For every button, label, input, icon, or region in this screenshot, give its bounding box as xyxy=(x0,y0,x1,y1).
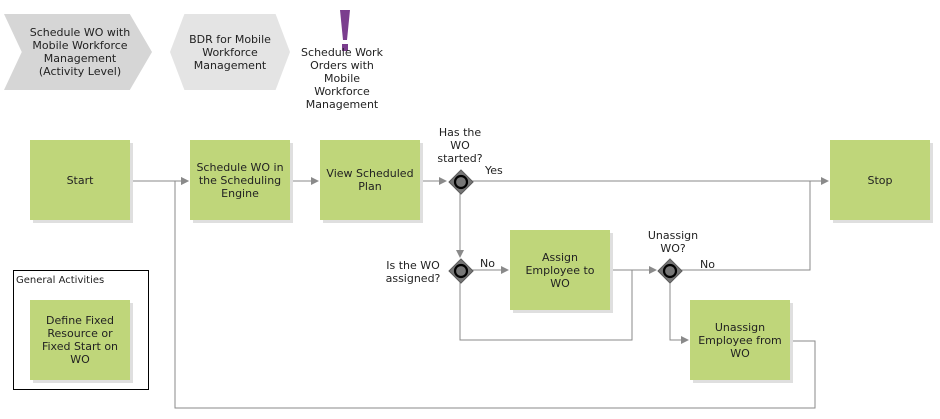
edge-unassign-task-loop-back xyxy=(174,177,816,409)
started-gateway[interactable] xyxy=(448,169,474,195)
unassign-employee-task[interactable]: Unassign Employee from WO xyxy=(690,300,790,380)
activity-level-chevron[interactable]: Schedule WO with Mobile Workforce Manage… xyxy=(4,14,152,90)
edge-assigned-yes-to-unassign-gateway xyxy=(459,270,633,341)
no-unassign-edge-label: No xyxy=(700,258,715,271)
event-label: Schedule Work Orders with Mobile Workfor… xyxy=(301,46,383,111)
view-plan-task[interactable]: View Scheduled Plan xyxy=(320,140,420,220)
view-plan-label: View Scheduled Plan xyxy=(326,167,414,193)
gateway-circle-icon xyxy=(453,174,469,190)
schedule-wo-task[interactable]: Schedule WO in the Scheduling Engine xyxy=(190,140,290,220)
unassign-employee-label: Unassign Employee from WO xyxy=(698,320,782,360)
bdr-hexagon-label: BDR for Mobile Workforce Management xyxy=(189,32,271,72)
define-fixed-resource-task[interactable]: Define Fixed Resource or Fixed Start on … xyxy=(30,300,130,380)
unassign-question-label: Unassign WO? xyxy=(647,229,699,255)
define-fixed-resource-label: Define Fixed Resource or Fixed Start on … xyxy=(41,314,119,366)
assign-employee-task[interactable]: Assign Employee to WO xyxy=(510,230,610,310)
unassign-gateway[interactable] xyxy=(657,258,683,284)
started-question-label: Has the WO started? xyxy=(437,126,483,165)
yes-edge-label: Yes xyxy=(485,164,503,177)
activity-level-chevron-label: Schedule WO with Mobile Workforce Manage… xyxy=(29,26,131,78)
exclamation-icon xyxy=(340,10,350,51)
bdr-hexagon[interactable]: BDR for Mobile Workforce Management xyxy=(170,14,290,90)
gateway-circle-icon xyxy=(662,263,678,279)
assigned-question-label: Is the WO assigned? xyxy=(385,259,441,285)
start-label: Start xyxy=(66,173,94,187)
stop-event[interactable]: Stop xyxy=(830,140,930,220)
general-activities-title: General Activities xyxy=(16,275,105,286)
edge-unassign-no-to-stop xyxy=(681,181,811,271)
stop-label: Stop xyxy=(867,173,893,187)
schedule-wo-label: Schedule WO in the Scheduling Engine xyxy=(196,160,284,200)
gateway-circle-icon xyxy=(453,263,469,279)
assign-employee-label: Assign Employee to WO xyxy=(525,250,595,290)
assigned-gateway[interactable] xyxy=(448,258,474,284)
start-event[interactable]: Start xyxy=(30,140,130,220)
no-assigned-edge-label: No xyxy=(480,257,495,270)
edge-unassign-yes-to-unassign-task xyxy=(669,282,689,344)
